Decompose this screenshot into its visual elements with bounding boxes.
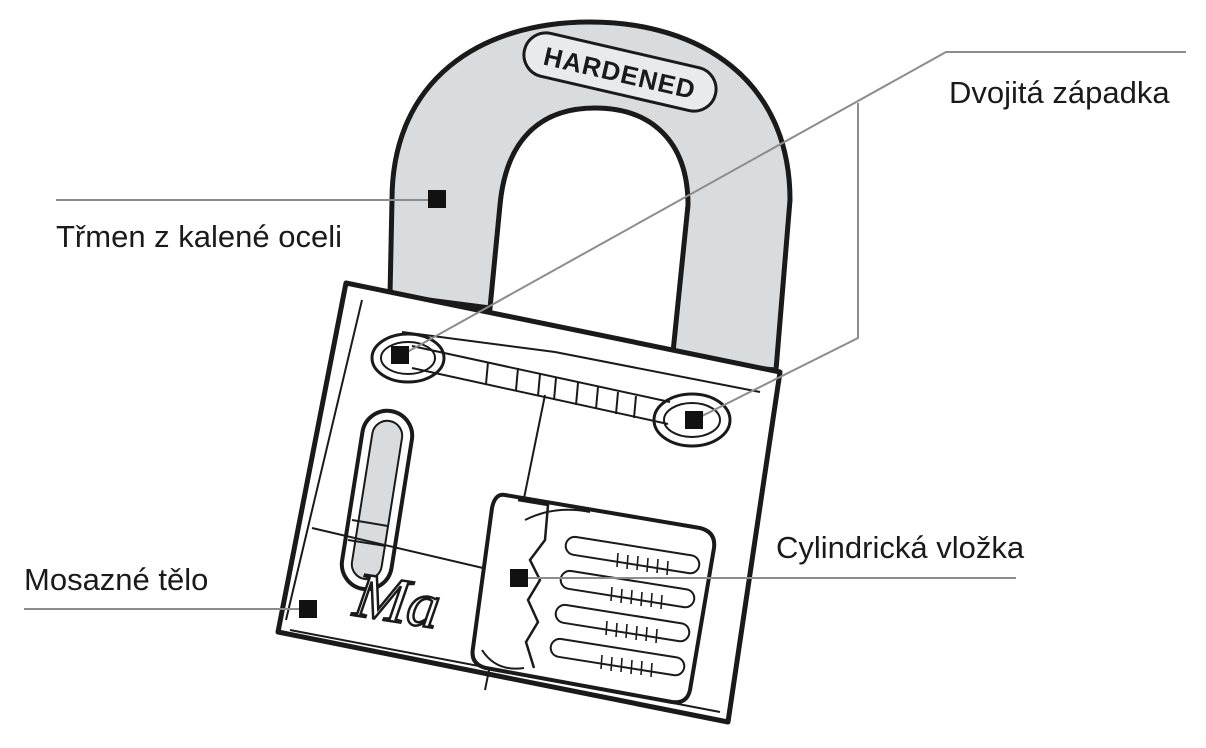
lock-body: Ma <box>275 280 783 725</box>
marker-latch-left <box>391 346 409 364</box>
label-cylinder: Cylindrická vložka <box>776 530 1025 565</box>
body-inner-edge <box>285 299 363 621</box>
body-top-bevel <box>401 331 761 393</box>
shackle: HARDENED <box>387 19 793 373</box>
leader-lines <box>24 51 1186 610</box>
label-shackle: Třmen z kalené oceli <box>56 219 343 254</box>
label-body: Mosazné tělo <box>24 562 209 597</box>
leader-latch-branch <box>693 103 859 421</box>
marker-shackle <box>428 190 446 208</box>
label-double-latch: Dvojitá západka <box>949 75 1170 110</box>
marker-latch-right <box>685 411 703 429</box>
latch-rod-upper <box>411 345 671 403</box>
callout-markers <box>299 190 703 618</box>
cylinder-arc-top <box>524 508 591 521</box>
cylinder-spine <box>517 498 550 669</box>
cylinder-insert <box>470 492 717 705</box>
leader-latch-top <box>399 51 1186 357</box>
hardened-plate <box>522 31 718 113</box>
latch-rod-ticks <box>485 361 637 419</box>
body-scribe-line <box>311 527 501 573</box>
cylinder-key-ticks <box>600 552 669 678</box>
cylinder-arc-bottom <box>481 649 525 670</box>
marker-body <box>299 600 317 618</box>
marker-cylinder <box>510 569 528 587</box>
body-logo: Ma <box>349 559 445 643</box>
cylinder-key-rows <box>549 535 701 677</box>
cylinder-plate <box>470 492 717 705</box>
latch-rod-lower <box>411 367 669 425</box>
